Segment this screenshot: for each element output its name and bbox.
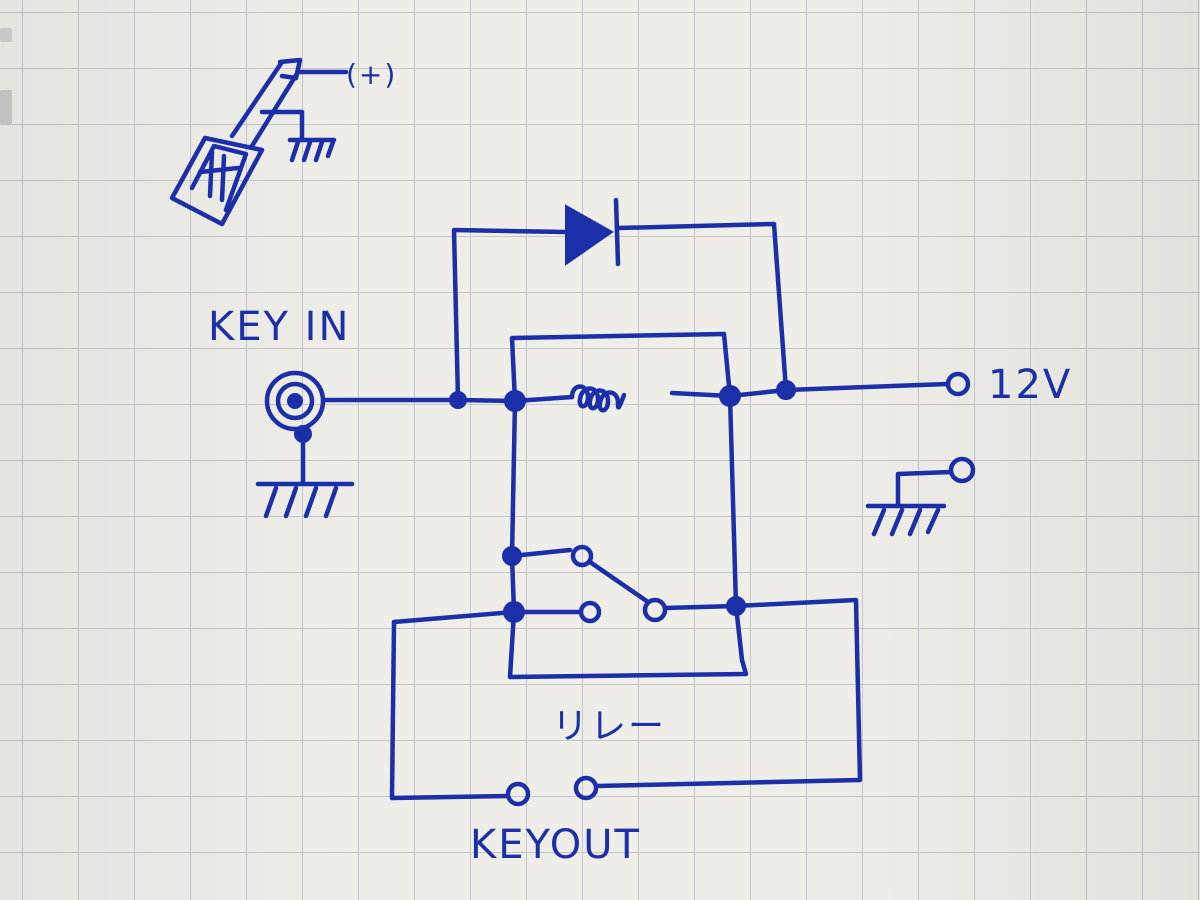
junction-diode-cathode <box>776 380 796 400</box>
key-in-label: KEY IN <box>208 304 350 350</box>
switch-arm <box>587 559 651 605</box>
supply-label: 12V <box>988 362 1072 408</box>
junction-switch-common <box>502 546 522 566</box>
junction-dots <box>449 380 796 623</box>
key-ground-tick <box>325 139 336 159</box>
supply-ground-wire <box>895 469 954 507</box>
morse-key-sketch: (+) <box>169 57 397 227</box>
key-knob-hatch-line <box>219 153 227 203</box>
key-lever-left <box>229 59 285 139</box>
relay-box <box>507 331 749 680</box>
junction-switch-no <box>726 596 746 616</box>
diode-triangle <box>565 204 614 266</box>
supply-ground-tick <box>907 507 923 537</box>
output-left-wire <box>389 609 517 801</box>
relay-coil <box>569 384 627 413</box>
switch-common-contact <box>570 544 594 568</box>
plus-label: (+) <box>346 58 397 91</box>
supply-ground-terminal <box>948 456 976 484</box>
diode-left-wire <box>451 227 569 403</box>
key-in-jack <box>255 370 355 519</box>
jack-ground-tick <box>263 485 279 519</box>
main-wire <box>321 381 951 404</box>
jack-ground-tick <box>303 485 319 519</box>
output-wiring <box>389 597 863 807</box>
key-knob-hatch-line <box>207 149 215 199</box>
junction-switch-nc <box>503 601 525 623</box>
binder-holes <box>0 28 12 124</box>
supply-terminal-circle <box>945 371 971 397</box>
junction-relay-right-top <box>719 385 741 407</box>
key-out-label: KEYOUT <box>470 822 641 868</box>
flyback-diode <box>451 197 789 403</box>
key-ground-tick <box>289 139 301 163</box>
key-knob-outline <box>169 135 265 227</box>
binder-hole-bottom <box>0 90 12 124</box>
wire-coil-to-12v <box>669 381 951 399</box>
key-out-terminal-left <box>505 781 531 807</box>
switch-nc-contact <box>578 600 602 624</box>
relay-label: リレー <box>552 706 666 747</box>
jack-middle-ring <box>275 381 315 421</box>
switch-no-lead <box>662 603 739 611</box>
jack-center-pin <box>287 393 303 409</box>
key-out-terminal-right <box>573 775 599 801</box>
wire-keyin-to-coil <box>321 394 575 404</box>
junction-relay-left-top <box>504 390 526 412</box>
jack-ground-tick <box>283 485 299 519</box>
key-ground-lead <box>259 109 305 141</box>
diode-cathode-bar <box>613 197 621 267</box>
supply-ground-tick <box>889 507 905 537</box>
binder-hole-top <box>0 28 12 42</box>
relay-switch <box>509 544 739 624</box>
relay-box-body <box>507 393 749 680</box>
supply-ground-tick <box>871 507 887 537</box>
junction-diode-anode <box>449 391 467 409</box>
jack-ground-tick <box>323 485 339 519</box>
supply-terminal: 12V <box>945 362 1072 408</box>
diode-right-wire <box>615 221 789 393</box>
switch-no-contact <box>642 597 668 623</box>
key-knob-hatch <box>189 143 249 213</box>
key-ground-tick <box>313 139 325 163</box>
supply-ground <box>865 456 976 537</box>
key-knob-hatch-line <box>197 165 241 175</box>
output-right-wire <box>593 597 863 789</box>
key-ground-tick <box>301 139 313 163</box>
key-lever-right <box>249 69 301 149</box>
relay-box-top <box>509 331 733 404</box>
supply-ground-tick <box>925 507 941 535</box>
key-lever-tip <box>277 57 303 81</box>
